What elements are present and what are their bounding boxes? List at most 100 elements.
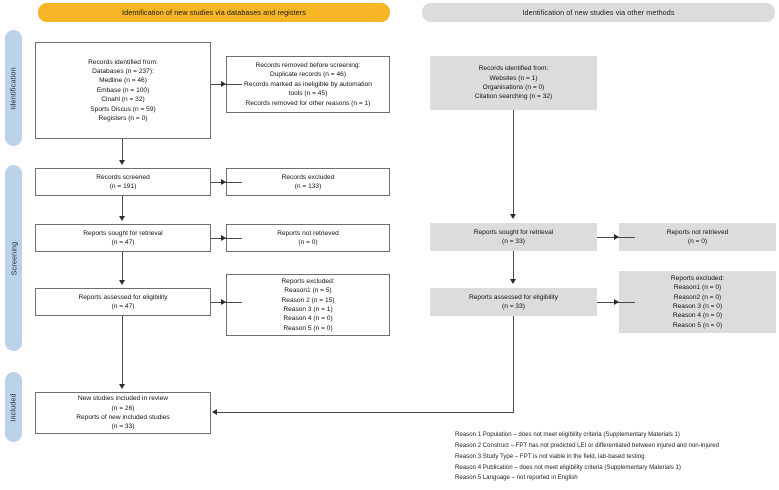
text-line: (n = 26) <box>111 404 135 412</box>
connector-line <box>211 182 242 183</box>
connector-line <box>513 110 514 215</box>
text-line: Medline (n = 46) <box>99 77 147 85</box>
text-line: New studies included in review <box>77 395 169 403</box>
text-line: Reports of new included studies <box>76 414 170 421</box>
text-line: Reports not retrieved <box>666 228 729 236</box>
box-records-removed-before-screening: Records removed before screening: Duplic… <box>226 56 390 113</box>
text-line: Citation searching (n = 32) <box>474 93 553 101</box>
text-line: (n = 0) <box>687 238 708 245</box>
connector-arrow <box>119 216 125 221</box>
text-line: Reason2 (n = 0) <box>673 293 722 301</box>
footnote-item: Reason 3 Study Type – FPT is not viable … <box>455 452 645 460</box>
footnote-item: Reason 2 Construct – FPT has not predict… <box>455 441 720 449</box>
connector-line <box>211 238 242 239</box>
text-line: tools (n = 45) <box>288 90 328 98</box>
text-line: Duplicate records (n = 46) <box>269 71 347 79</box>
text-line: Registers (n = 0) <box>98 114 148 122</box>
connector-line <box>122 196 123 218</box>
text-line: Records excluded <box>281 173 335 181</box>
box-reports-excluded-reasons-other: Reports excluded: Reason1 (n = 0) Reason… <box>619 271 776 333</box>
box-records-identified-other-methods: Records identified from: Websites (n = 1… <box>430 56 597 110</box>
box-reports-excluded-reasons: Reports excluded: Reason1 (n = 5) Reason… <box>226 274 390 336</box>
connector-arrow <box>614 299 619 305</box>
connector-arrow <box>614 234 619 240</box>
text-line: Records identified from: <box>88 58 158 66</box>
text-line: Records removed for other reasons (n = 1… <box>245 99 371 107</box>
text-line: Embase (n = 100) <box>96 86 150 94</box>
text-line: Reports sought for retrieval <box>83 229 163 237</box>
text-line: Reason1 (n = 5) <box>284 287 332 295</box>
connector-arrow <box>221 235 226 241</box>
connector-line <box>122 316 123 386</box>
stage-label-included: Included <box>9 392 18 422</box>
stage-pill-included: Included <box>5 372 22 442</box>
text-line: Databases (n = 237): <box>92 68 154 76</box>
footnote-item: Reason 1 Population – does not meet elig… <box>455 431 680 438</box>
box-reports-sought-retrieval: Reports sought for retrieval (n = 47) <box>35 224 211 252</box>
text-line: Records removed before screening: <box>255 62 361 70</box>
text-line: Reports assessed for eligibility <box>78 293 168 301</box>
box-reports-assessed-eligibility: Reports assessed for eligibility (n = 47… <box>35 288 211 316</box>
text-line: (n = 47) <box>111 303 135 310</box>
connector-arrow <box>221 299 226 305</box>
text-line: Cinahl (n = 32) <box>101 96 145 104</box>
footnote-list: Reason 1 Population – does not meet elig… <box>455 430 775 484</box>
stage-label-identification: Identification <box>9 66 18 110</box>
connector-arrow <box>119 384 125 389</box>
footnote-item: Reason 5 Language – not reported in Engl… <box>455 474 578 482</box>
text-line: (n = 133) <box>294 183 322 190</box>
box-reports-not-retrieved-other: Reports not retrieved (n = 0) <box>619 223 776 251</box>
box-reports-assessed-eligibility-other: Reports assessed for eligibility (n = 33… <box>430 288 597 316</box>
connector-arrow <box>221 179 226 185</box>
box-new-studies-included: New studies included in review (n = 26) … <box>35 392 211 434</box>
text-line: Reason 4 (n = 0) <box>283 315 333 323</box>
box-reports-not-retrieved: Reports not retrieved (n = 0) <box>226 224 390 252</box>
text-line: Reports not retrieved <box>277 229 339 237</box>
banner-other-methods: Identification of new studies via other … <box>422 3 775 22</box>
connector-arrow <box>221 81 226 87</box>
text-line: Reason 2 (n = 15) <box>281 296 335 304</box>
text-line: Reports assessed for eligibility <box>468 293 559 301</box>
connector-line <box>513 251 514 281</box>
text-line: Websites (n = 1) <box>489 74 538 82</box>
text-line: Reason 4 (n = 0) <box>672 312 723 320</box>
text-line: Reports sought for retrieval <box>473 228 554 236</box>
text-line: (n = 33) <box>111 423 135 431</box>
text-line: (n = 191) <box>109 183 137 190</box>
connector-arrow <box>510 214 516 219</box>
connector-line <box>122 252 123 282</box>
text-line: Reason 5 (n = 0) <box>672 321 723 329</box>
connector-line <box>217 412 514 413</box>
connector-line <box>211 84 242 85</box>
text-line: Sports Discus (n = 59) <box>90 105 156 113</box>
stage-pill-screening: Screening <box>5 165 22 351</box>
text-line: Organisations (n = 0) <box>482 84 545 91</box>
box-records-screened: Records screened (n = 191) <box>35 168 211 196</box>
connector-arrow <box>510 279 516 284</box>
text-line: Reports excluded: <box>281 277 335 285</box>
text-line: Reason 3 (n = 0) <box>672 303 723 310</box>
connector-line <box>211 302 242 303</box>
text-line: (n = 0) <box>298 239 318 246</box>
text-line: Records screened <box>96 173 150 181</box>
box-records-identified-databases: Records identified from: Databases (n = … <box>35 42 211 139</box>
text-line: Records identified from: <box>478 65 549 73</box>
banner-databases-registers: Identification of new studies via databa… <box>38 3 390 22</box>
text-line: Reason 5 (n = 0) <box>283 324 333 332</box>
connector-line <box>122 139 123 162</box>
connector-arrow <box>119 280 125 285</box>
box-reports-sought-retrieval-other: Reports sought for retrieval (n = 33) <box>430 223 597 251</box>
text-line: Reason1 (n = 0) <box>673 284 722 292</box>
stage-label-screening: Screening <box>9 241 18 275</box>
text-line: Reports excluded: <box>670 274 725 282</box>
stage-pill-identification: Identification <box>5 30 22 146</box>
text-line: Reason 3 (n = 1) <box>283 306 333 313</box>
text-line: (n = 33) <box>502 303 525 310</box>
connector-arrow <box>212 409 217 415</box>
text-line: (n = 33) <box>502 238 525 245</box>
text-line: Records marked as ineligible by automati… <box>244 80 372 88</box>
text-line: (n = 47) <box>111 239 135 246</box>
footnote-item: Reason 4 Publication – does not meet eli… <box>455 463 681 471</box>
connector-arrow <box>119 160 125 165</box>
